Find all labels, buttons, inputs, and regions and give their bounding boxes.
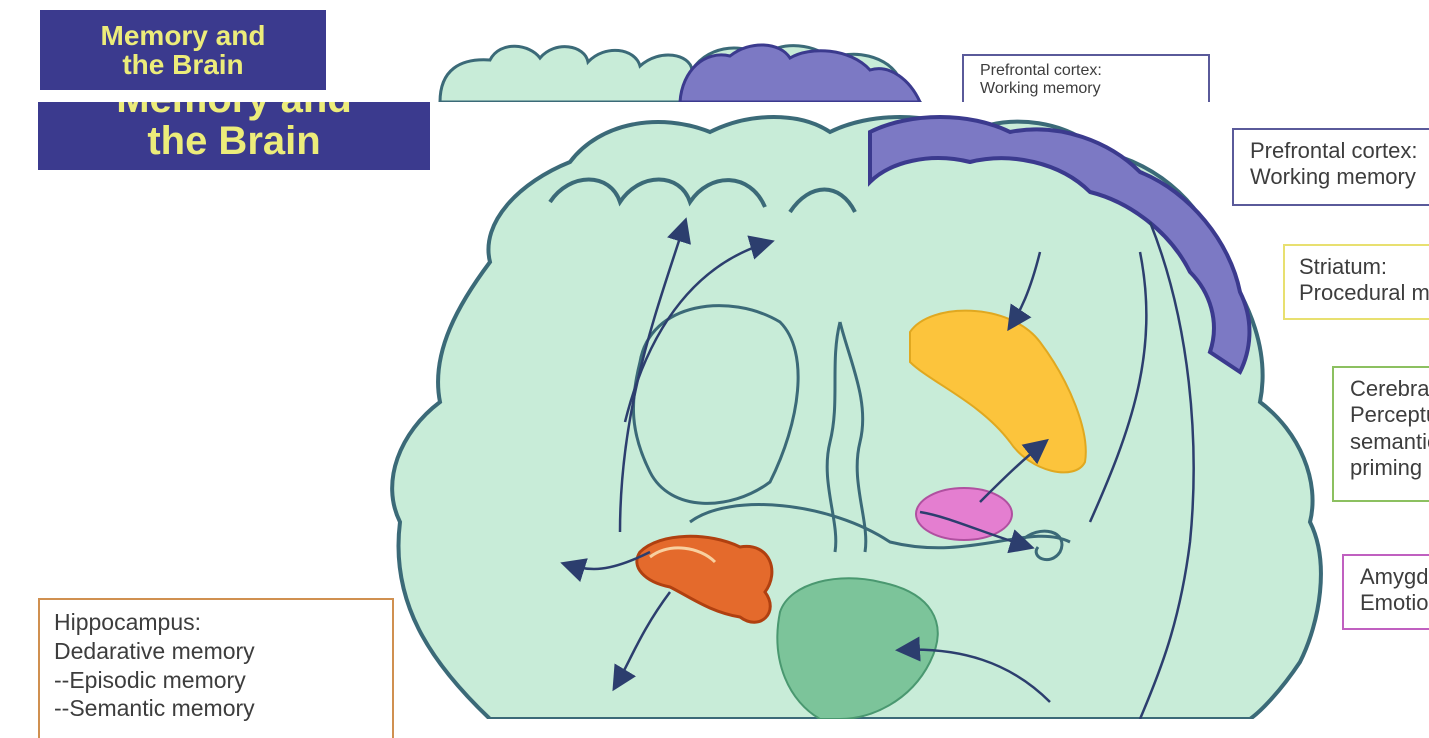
amygdala-label: Amygdala: Emotional memory: [1342, 554, 1429, 630]
prefrontal-label-title: Prefrontal cortex:: [1250, 138, 1429, 164]
amygdala-label-body: Emotional memory: [1360, 590, 1429, 616]
cerebral-label-line4: priming: [1350, 455, 1429, 481]
striatum-label-body: Procedural memory: [1299, 280, 1429, 306]
small-title-box: Memory and the Brain: [40, 10, 326, 90]
hippocampus-label-title: Hippocampus:: [54, 608, 378, 637]
hippocampus-label: Hippocampus: Dedarative memory --Episodi…: [38, 598, 394, 738]
hippocampus-label-line3: --Episodic memory: [54, 666, 378, 695]
striatum-label-title: Striatum:: [1299, 254, 1429, 280]
amygdala-label-title: Amygdala:: [1360, 564, 1429, 590]
striatum-label: Striatum: Procedural memory: [1283, 244, 1429, 320]
brain-diagram: [370, 102, 1370, 719]
cerebral-label: Cerebral cortex: Perceptual priming, sem…: [1332, 366, 1429, 502]
cerebral-label-title: Cerebral cortex:: [1350, 376, 1429, 402]
small-title-line2: the Brain: [40, 50, 326, 79]
small-brain-top: [420, 0, 940, 102]
small-prefrontal-body: Working memory: [980, 80, 1192, 98]
small-prefrontal-label: Prefrontal cortex: Working memory: [962, 54, 1210, 102]
prefrontal-label-body: Working memory: [1250, 164, 1429, 190]
hippocampus-label-line2: Dedarative memory: [54, 637, 378, 666]
small-prefrontal-title: Prefrontal cortex:: [980, 62, 1192, 80]
cerebral-label-line2: Perceptual priming,: [1350, 402, 1429, 428]
cerebral-label-line3: semantic: [1350, 429, 1429, 455]
small-title-line1: Memory and: [40, 21, 326, 50]
prefrontal-label: Prefrontal cortex: Working memory: [1232, 128, 1429, 206]
